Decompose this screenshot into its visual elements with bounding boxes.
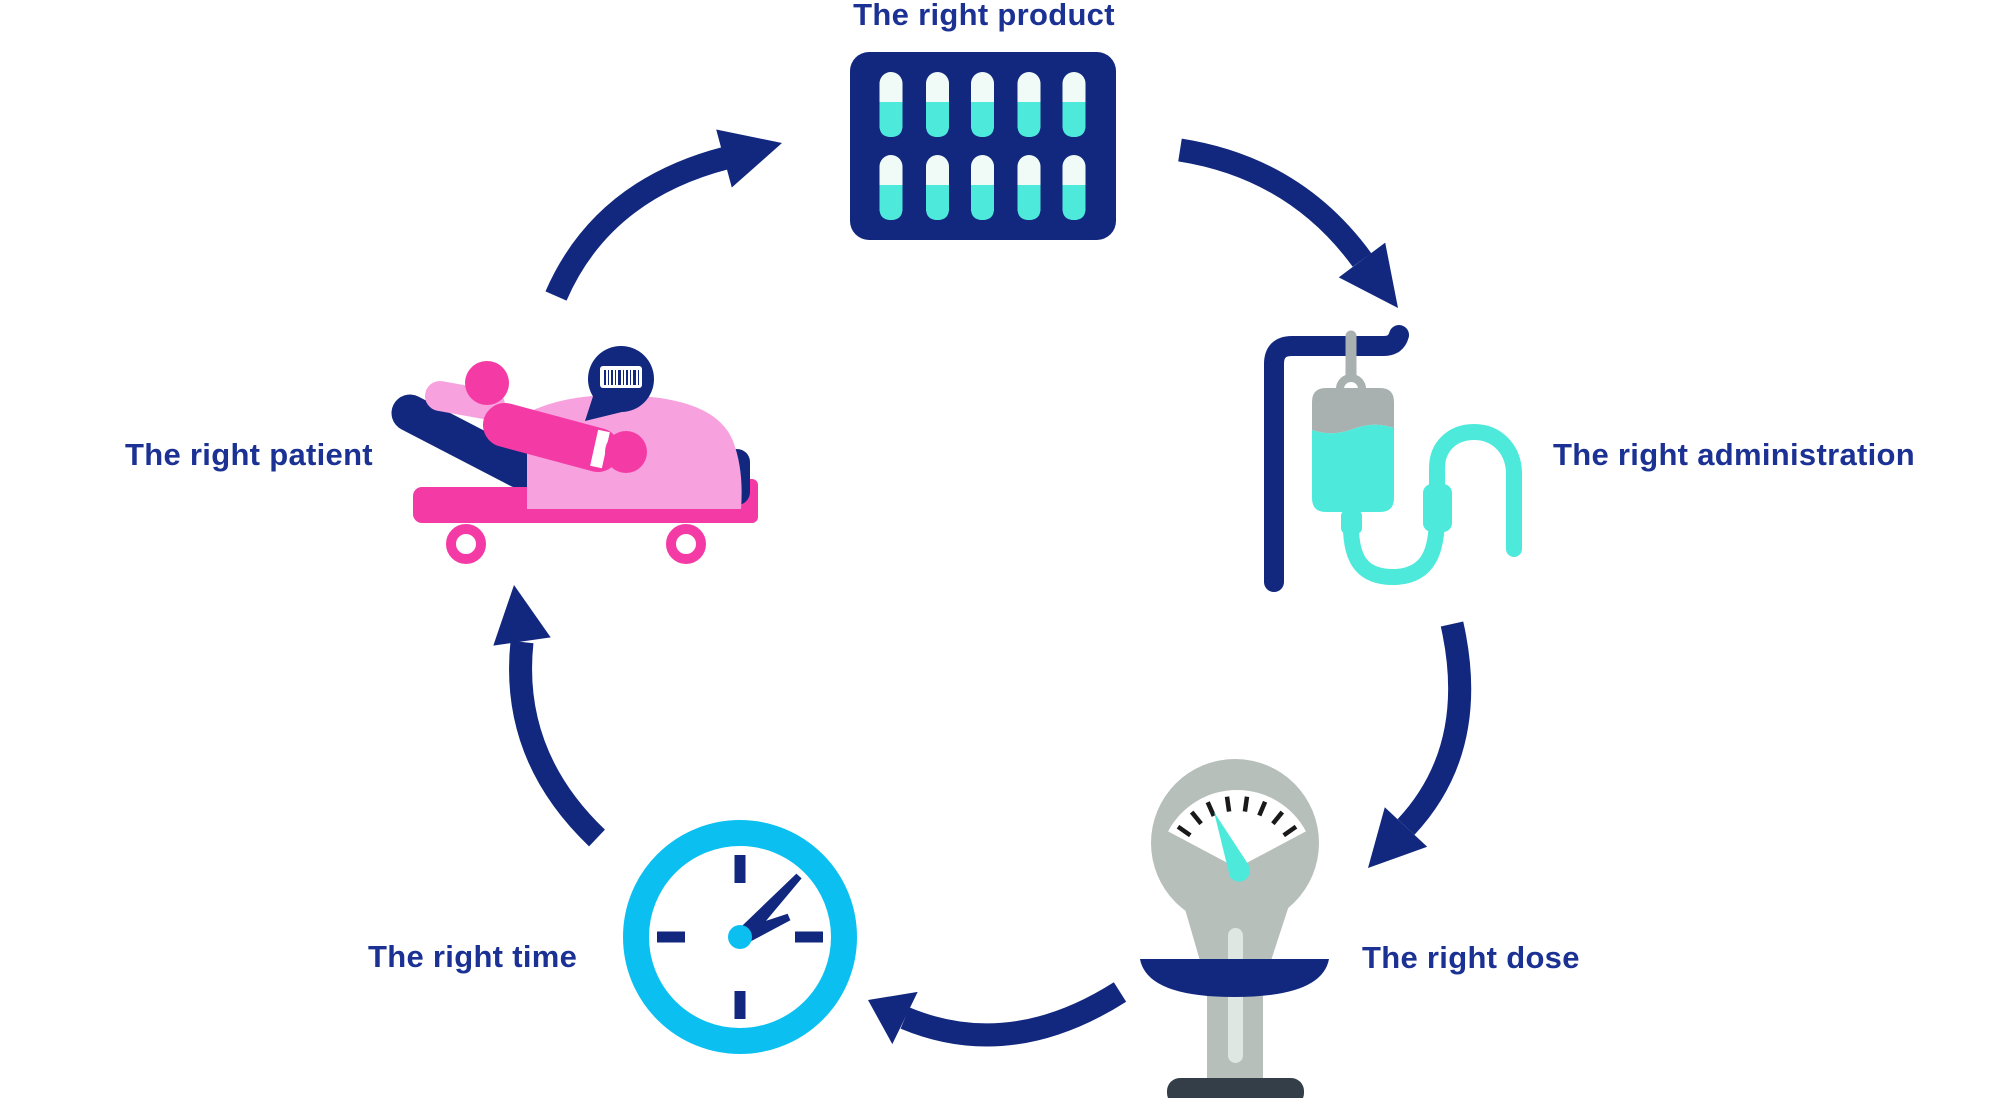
blister-pack-body — [850, 52, 1116, 240]
arrow-patient-to-product — [545, 129, 782, 301]
bed-wheel-right — [666, 524, 706, 564]
iv-bag-top — [1312, 388, 1394, 434]
scale-base — [1167, 1078, 1304, 1098]
barcode-stripes — [604, 370, 639, 385]
scale-pan — [1140, 959, 1329, 997]
arrow-dose-to-time — [868, 982, 1127, 1047]
patient-wristband — [590, 429, 610, 469]
patient-head — [465, 361, 509, 405]
iv-bag-fluid — [1312, 424, 1394, 512]
patient-arm — [483, 403, 620, 472]
label-the-right-administration: The right administration — [1553, 437, 1915, 472]
clock-ticks — [657, 855, 823, 1019]
bed-wheel-left — [446, 524, 486, 564]
weighing-scale-icon — [1140, 759, 1329, 1098]
bed-backrest — [391, 394, 539, 489]
patient-in-bed-icon — [391, 346, 758, 564]
arrow-time-to-patient — [493, 585, 605, 847]
iv-tube-connector — [1423, 484, 1452, 532]
label-the-right-patient: The right patient — [125, 437, 373, 472]
arrow-product-to-administration — [1178, 138, 1398, 308]
arrow-administration-to-dose — [1368, 621, 1472, 868]
barcode-scanner — [585, 346, 654, 421]
label-the-right-time: The right time — [368, 939, 578, 974]
patient-hand — [605, 431, 647, 473]
scale-needle — [1214, 812, 1251, 882]
clock-icon — [623, 820, 857, 1054]
iv-pole — [1264, 325, 1409, 592]
label-the-right-product: The right product — [853, 0, 1115, 32]
clock-center-dot — [728, 925, 752, 949]
pill-blister-pack-icon — [850, 52, 1116, 240]
scale-dial-ticks — [1176, 796, 1298, 838]
label-the-right-dose: The right dose — [1362, 940, 1580, 975]
iv-drip-icon — [1264, 325, 1522, 592]
scale-dial — [1168, 789, 1306, 868]
